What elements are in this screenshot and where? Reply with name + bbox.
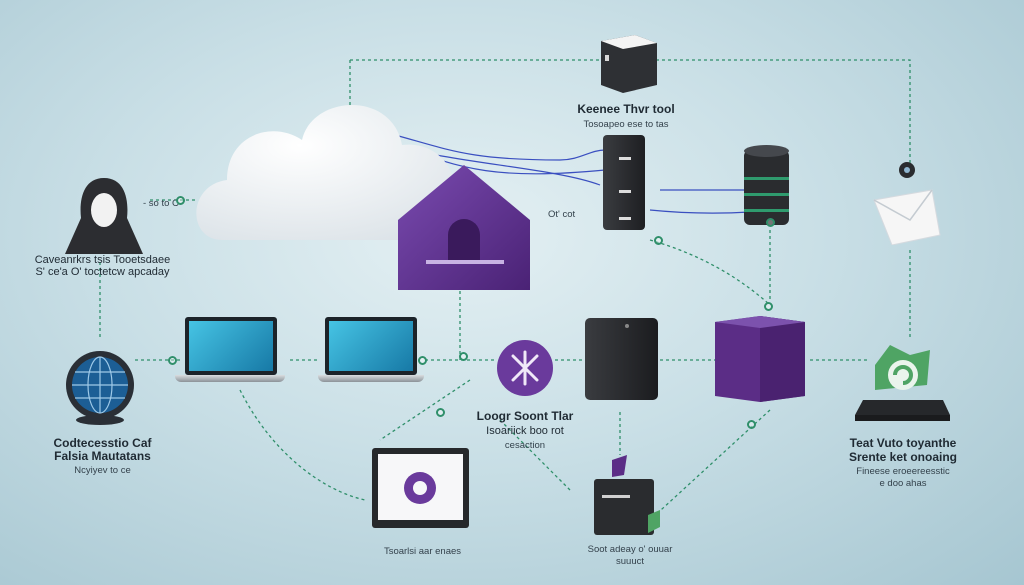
globe-icon	[65, 350, 135, 425]
globe-caption-3: Ncyiyev to ce	[74, 465, 131, 476]
top-server-sub: Tosoapeo ese to tas	[583, 119, 669, 130]
router-sub-2: e doo ahas	[879, 478, 927, 489]
top-server-title: Keenee Thvr tool	[577, 102, 675, 116]
vpn-icon	[497, 340, 553, 396]
connector-node	[654, 236, 663, 245]
server-icon	[585, 318, 658, 400]
user-caption-2: S' ce'a O' toctetcw apcaday	[35, 266, 170, 278]
laptop-icon	[175, 317, 285, 383]
laptop-icon	[318, 317, 424, 383]
connector-node	[747, 420, 756, 429]
globe-caption-2: Falsia Mautatans	[54, 449, 151, 463]
database-icon	[744, 145, 789, 230]
server-icon	[603, 135, 645, 230]
vpn-caption-1: Loogr Soont Tlar	[476, 409, 574, 423]
house-icon	[398, 165, 530, 290]
server-icon	[592, 455, 660, 537]
server-icon	[595, 35, 661, 93]
cloud-icon	[192, 90, 462, 241]
envelope-icon	[872, 160, 942, 246]
connector-node	[168, 356, 177, 365]
vpn-caption-2: Isoariick boo rot	[486, 425, 564, 437]
connector-node	[176, 196, 185, 205]
user-side-label: - so to C	[143, 198, 179, 209]
bottom-server-caption-2: suuuct	[616, 556, 644, 567]
hacker-icon	[65, 178, 143, 254]
firewall-icon	[715, 316, 805, 402]
user-caption: Caveanrkrs tsis Tooetsdaee	[34, 254, 171, 266]
router-title-2: Srente ket onoaing	[848, 450, 958, 464]
router-title-1: Teat Vuto toyanthe	[849, 436, 957, 450]
connector-node	[766, 218, 775, 227]
bottom-server-caption-1: Soot adeay o' ouuar	[587, 544, 673, 555]
connector-node	[764, 302, 773, 311]
connector-node	[436, 408, 445, 417]
monitor-icon	[372, 448, 469, 533]
connector-node	[418, 356, 427, 365]
vpn-caption-3: cesaction	[504, 440, 546, 451]
rack-label: Ot' cot	[548, 209, 576, 220]
router-sub-1: Fineese eroeereesstic	[856, 466, 950, 477]
router-icon	[855, 345, 950, 425]
globe-caption-1: Codtecesstio Caf	[53, 436, 152, 450]
connector-node	[459, 352, 468, 361]
monitor-caption: Tsoarlsi aar enaes	[383, 546, 462, 557]
